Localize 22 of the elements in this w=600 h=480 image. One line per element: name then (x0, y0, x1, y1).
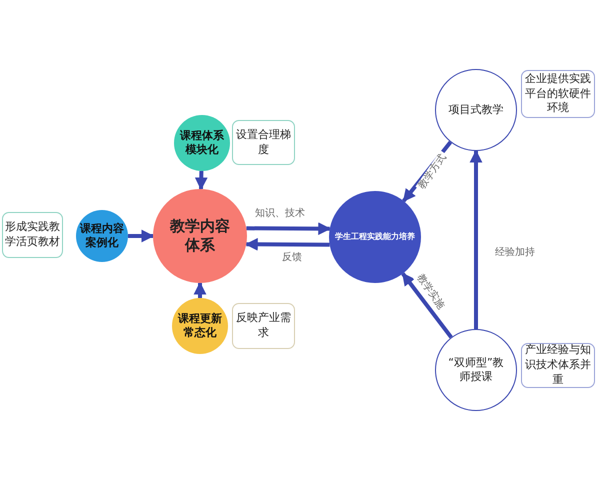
arrow (470, 150, 482, 329)
arrow (402, 140, 452, 202)
content-circle: 教学内容体系 (153, 189, 247, 283)
edge-label: 知识、技术 (253, 208, 307, 220)
arrow (128, 230, 154, 242)
note-box: 反映产业需求 (232, 303, 295, 349)
note-box: 设置合理梯度 (232, 120, 295, 165)
note-box: 产业经验与知识技术体系并重 (521, 343, 595, 388)
arrow (194, 282, 206, 298)
case-circle: 课程内容案例化 (76, 210, 128, 262)
module-circle: 课程体系模块化 (174, 115, 230, 171)
arrow (194, 170, 208, 190)
project-circle: 项目式教学 (435, 69, 517, 151)
teacher-circle: “双师型”教师授课 (435, 329, 517, 411)
arrow (401, 272, 453, 339)
edge-label: 经验加持 (493, 247, 537, 259)
arrow (245, 238, 330, 251)
edge-label: 反馈 (280, 252, 304, 264)
note-box: 形成实践教学活页教材 (2, 212, 63, 258)
arrow (246, 222, 332, 236)
note-box: 企业提供实践平台的软硬件环境 (521, 70, 595, 118)
update-circle: 课程更新常态化 (172, 298, 228, 354)
